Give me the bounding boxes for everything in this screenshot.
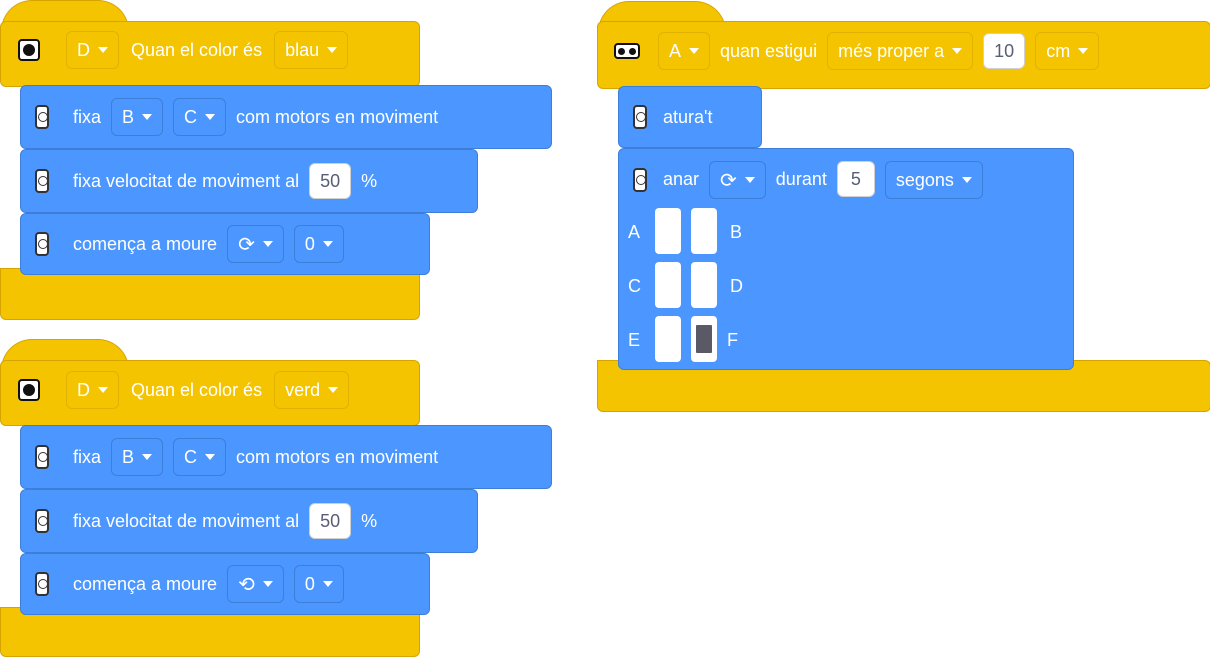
pixel-cell[interactable]	[691, 208, 717, 254]
distance-input[interactable]: 10	[983, 33, 1026, 69]
caret-down-icon	[961, 177, 972, 183]
motor-port-2-dropdown[interactable]: C	[173, 438, 227, 476]
caret-down-icon	[262, 241, 273, 247]
speed-input[interactable]: 50	[309, 503, 352, 539]
rotate-clockwise-icon: ⟳	[238, 233, 255, 256]
color-dropdown[interactable]: blau	[274, 31, 349, 69]
pixel-label-c: C	[628, 276, 641, 296]
caret-down-icon	[327, 47, 338, 53]
rotate-counterclockwise-icon: ⟲	[238, 573, 255, 596]
pixel-label-b: B	[730, 222, 743, 242]
speed-input[interactable]: 50	[309, 163, 352, 199]
color-dropdown[interactable]: verd	[274, 371, 350, 409]
caret-down-icon	[98, 47, 108, 53]
color-sensor-icon	[18, 379, 40, 401]
set-movement-motors-block[interactable]: fixa B C com motors en moviment	[20, 85, 552, 149]
hat-label: Quan el color és	[131, 39, 263, 60]
caret-down-icon	[322, 241, 333, 247]
pixel-cell[interactable]	[655, 208, 681, 254]
motor-icon	[633, 105, 647, 129]
hat-foot	[0, 268, 420, 320]
caret-down-icon	[952, 48, 963, 54]
pixel-label-d: D	[730, 276, 743, 296]
motor-icon	[35, 572, 49, 596]
motor-port-1-dropdown[interactable]: B	[111, 438, 164, 476]
steering-dropdown[interactable]: 0	[293, 565, 344, 603]
duration-unit-dropdown[interactable]: segons	[884, 161, 983, 199]
caret-down-icon	[142, 114, 153, 120]
pixel-cell[interactable]	[655, 262, 681, 308]
motor-port-1-dropdown[interactable]: B	[111, 98, 164, 136]
pixel-cell[interactable]	[691, 262, 717, 308]
caret-down-icon	[689, 48, 700, 54]
rotate-clockwise-icon: ⟳	[720, 169, 737, 192]
motor-icon	[35, 169, 49, 193]
hat-label: quan estigui	[720, 40, 818, 61]
caret-down-icon	[205, 114, 216, 120]
move-for-duration-block[interactable]: anar ⟳ durant 5 segons	[618, 148, 1074, 370]
port-dropdown[interactable]: D	[66, 371, 119, 409]
caret-down-icon	[205, 454, 216, 460]
duration-input[interactable]: 5	[836, 161, 875, 197]
caret-down-icon	[322, 581, 333, 587]
set-movement-speed-block[interactable]: fixa velocitat de moviment al 50 %	[20, 489, 478, 553]
port-dropdown[interactable]: A	[658, 32, 711, 70]
start-moving-block[interactable]: comença a moure ⟲ 0	[20, 553, 430, 615]
pixel-label-e: E	[628, 330, 641, 350]
pixel-cell[interactable]	[655, 316, 681, 362]
start-moving-block[interactable]: comença a moure ⟳ 0	[20, 213, 430, 275]
caret-down-icon	[262, 581, 273, 587]
pixel-cell-active[interactable]	[691, 316, 717, 362]
direction-dropdown[interactable]: ⟲	[227, 565, 284, 603]
hat-label: Quan el color és	[131, 379, 263, 400]
motor-icon	[35, 232, 49, 256]
set-movement-motors-block[interactable]: fixa B C com motors en moviment	[20, 425, 552, 489]
distance-sensor-icon	[614, 43, 640, 59]
caret-down-icon	[328, 387, 339, 393]
unit-dropdown[interactable]: cm	[1035, 32, 1100, 70]
color-sensor-icon	[18, 39, 40, 61]
pixel-label-f: F	[727, 330, 738, 350]
caret-down-icon	[98, 387, 108, 393]
direction-dropdown[interactable]: ⟳	[227, 225, 284, 263]
motor-icon	[35, 509, 49, 533]
comparison-dropdown[interactable]: més proper a	[827, 32, 974, 70]
motor-icon	[633, 168, 647, 192]
motor-port-2-dropdown[interactable]: C	[173, 98, 227, 136]
stop-block[interactable]: atura't	[618, 86, 762, 148]
motor-icon	[35, 105, 49, 129]
port-dropdown[interactable]: D	[66, 31, 119, 69]
steering-dropdown[interactable]: 0	[293, 225, 344, 263]
pixel-label-a: A	[628, 222, 641, 242]
direction-dropdown[interactable]: ⟳	[709, 161, 766, 199]
caret-down-icon	[142, 454, 153, 460]
set-movement-speed-block[interactable]: fixa velocitat de moviment al 50 %	[20, 149, 478, 213]
motor-icon	[35, 445, 49, 469]
caret-down-icon	[1078, 48, 1089, 54]
caret-down-icon	[744, 177, 755, 183]
